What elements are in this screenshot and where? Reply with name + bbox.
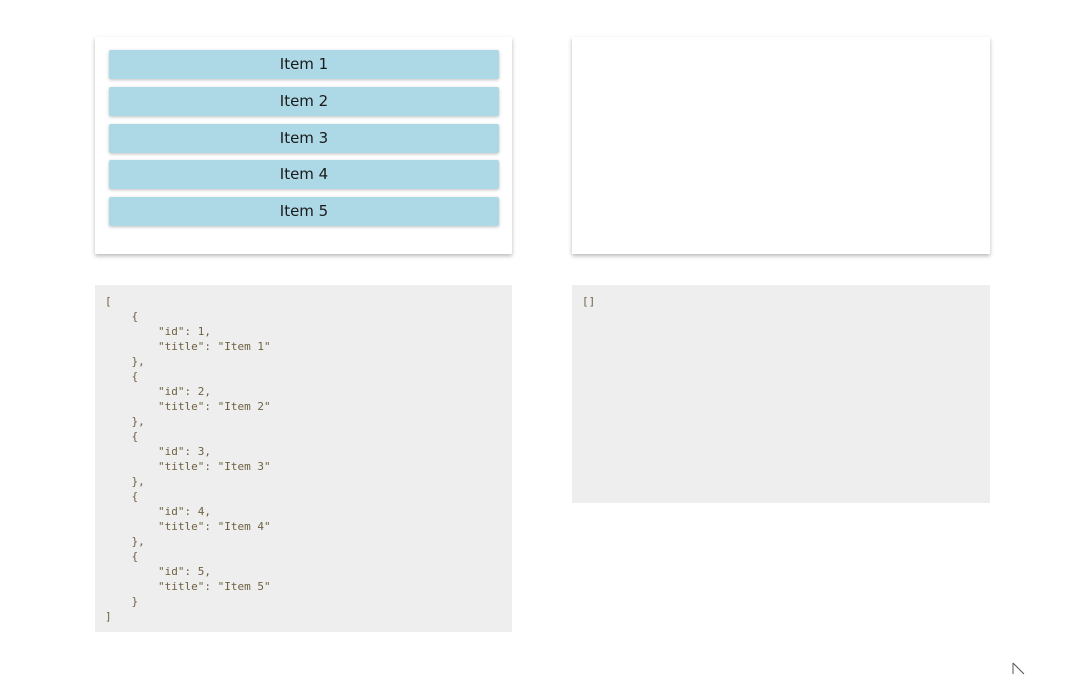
- mouse-pointer-icon: [1012, 662, 1025, 675]
- list-item-4[interactable]: Item 4: [109, 160, 499, 189]
- list-item-5[interactable]: Item 5: [109, 197, 499, 226]
- source-list-panel: Item 1 Item 2 Item 3 Item 4 Item 5: [95, 37, 512, 254]
- target-list-panel[interactable]: [572, 37, 990, 254]
- list-item-3[interactable]: Item 3: [109, 124, 499, 153]
- target-json-output: []: [572, 285, 990, 503]
- list-item-2[interactable]: Item 2: [109, 87, 499, 116]
- list-item-1[interactable]: Item 1: [109, 50, 499, 79]
- source-json-output: [ { "id": 1, "title": "Item 1" }, { "id"…: [95, 285, 512, 632]
